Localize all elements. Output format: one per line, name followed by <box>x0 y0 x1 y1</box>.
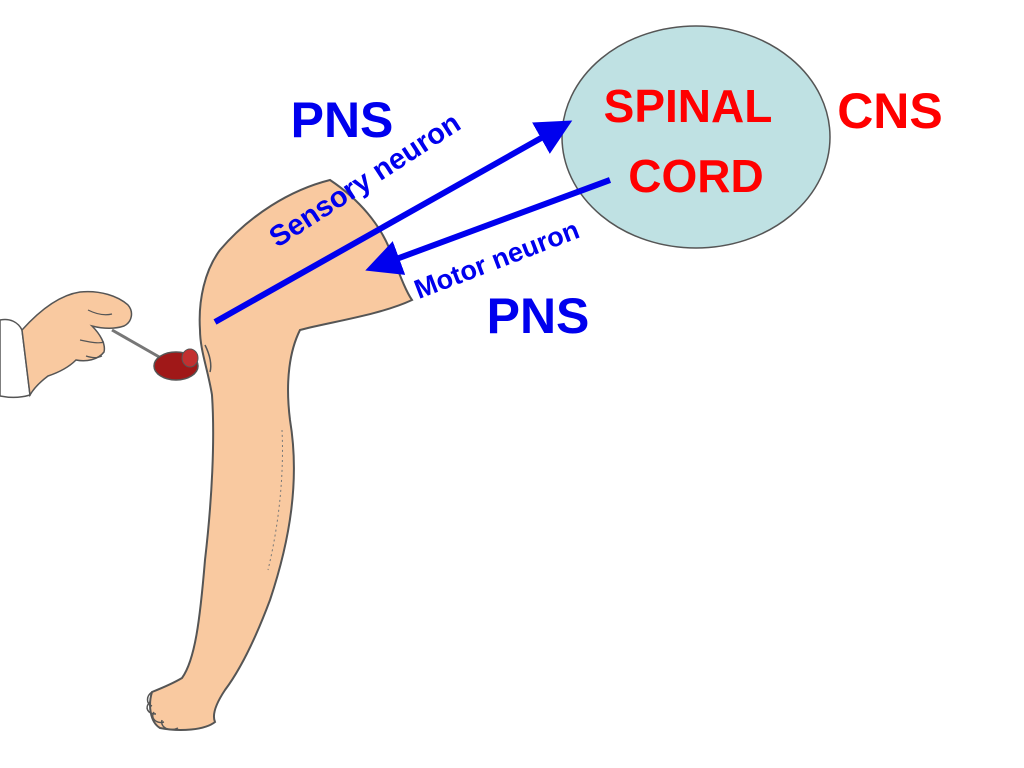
hand-with-reflex-hammer <box>0 290 199 399</box>
leg-illustration <box>146 178 414 731</box>
reflex-hammer-icon <box>153 348 199 381</box>
hand <box>21 290 133 398</box>
spinal-cord-label-line2: CORD <box>628 150 763 202</box>
sensory-neuron-arrow <box>213 120 573 325</box>
leg-outline <box>149 178 414 731</box>
cns-label: CNS <box>837 83 943 139</box>
spinal-cord-label-line1: SPINAL <box>604 80 773 132</box>
spinal-cord-shape <box>561 25 831 249</box>
motor-neuron-arrow <box>365 177 612 275</box>
finger-lines <box>79 309 113 359</box>
pns-label-bottom: PNS <box>487 288 590 344</box>
toes <box>146 691 179 731</box>
pns-label-top: PNS <box>291 92 394 148</box>
calf-line <box>267 429 283 571</box>
knee-crease <box>204 344 212 373</box>
